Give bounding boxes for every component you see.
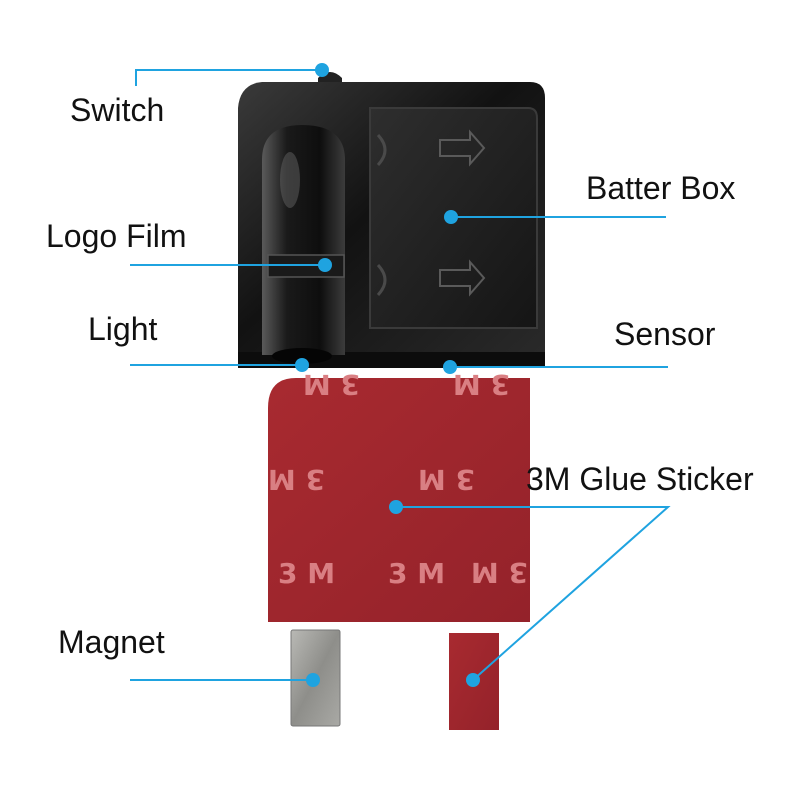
sticker-mark: 3 M [303,368,360,401]
sticker-mark: 3 M [471,556,528,589]
label-light: Light [88,311,158,347]
sticker-mark: 3 M [388,557,445,590]
grip-icon [376,133,387,167]
callout-lines [130,69,671,681]
callout-line-glue-sticker [396,506,671,681]
label-glue-sticker: 3M Glue Sticker [526,461,754,497]
projector-device [238,72,545,368]
light-tube [262,125,345,355]
callout-dot [318,258,332,272]
label-logo-film: Logo Film [46,218,187,254]
label-switch: Switch [70,92,165,128]
sticker-mark: 3 M [268,463,325,496]
sticker-marks: 3 M 3 M 3 M 3 M 3 M 3 M 3 M [268,368,528,590]
callout-line-switch [135,69,322,86]
label-sensor: Sensor [614,316,716,352]
light-lens [272,348,332,364]
arrow-right-icon [439,259,486,297]
callout-dot [443,360,457,374]
arrow-right-icon [439,129,486,167]
grip-icon [376,263,387,297]
callout-dot [389,500,403,514]
label-magnet: Magnet [58,624,165,660]
glue-sticker-sheet [268,378,530,622]
callout-dots [295,63,480,687]
sticker-mark: 3 M [453,368,510,401]
label-batter-box: Batter Box [586,170,736,206]
callout-dot [295,358,309,372]
callout-dot [315,63,329,77]
glue-sticker [268,378,530,622]
sticker-mark: 3 M [278,557,335,590]
callout-dot [306,673,320,687]
callout-dot [466,673,480,687]
sticker-mark: 3 M [418,463,475,496]
callout-dot [444,210,458,224]
